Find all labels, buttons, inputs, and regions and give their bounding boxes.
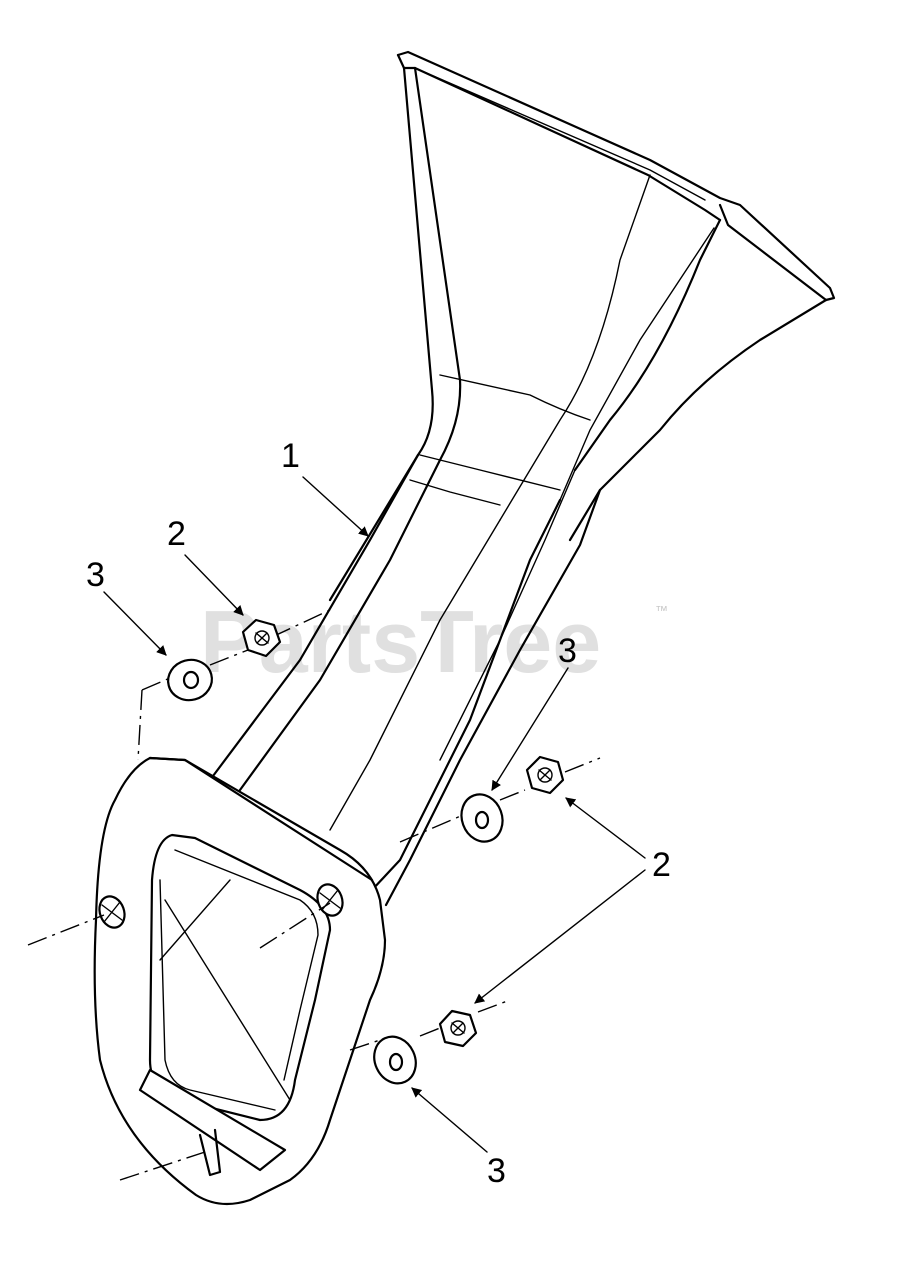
nut-upper-left-icon [241,618,282,658]
leader-1 [302,476,369,537]
callout-3-right: 3 [558,632,577,670]
leader-3a [103,591,167,656]
leader-2b-lower [474,869,646,1004]
watermark-trademark: ™ [655,603,668,618]
callout-3-upper: 3 [86,556,105,594]
callout-3-lower: 3 [487,1152,506,1190]
chute-drawing [93,50,836,1206]
washer-upper-left-icon [167,658,213,702]
callout-1: 1 [281,437,300,475]
nut-right-icon [525,755,565,795]
leader-2b-upper [565,797,646,859]
callout-2-right: 2 [652,846,671,884]
leader-lines [103,476,646,1153]
centerlines [27,609,601,1181]
leader-3c [411,1087,488,1153]
hardware [167,618,565,1085]
washer-right-icon [460,793,504,843]
leader-3b [491,667,569,791]
washer-lower-icon [373,1035,417,1085]
leader-2a [184,554,244,616]
nut-lower-icon [438,1009,478,1048]
callout-labels: 1 2 3 3 2 3 [86,437,671,1190]
callout-2-upper: 2 [167,515,186,553]
